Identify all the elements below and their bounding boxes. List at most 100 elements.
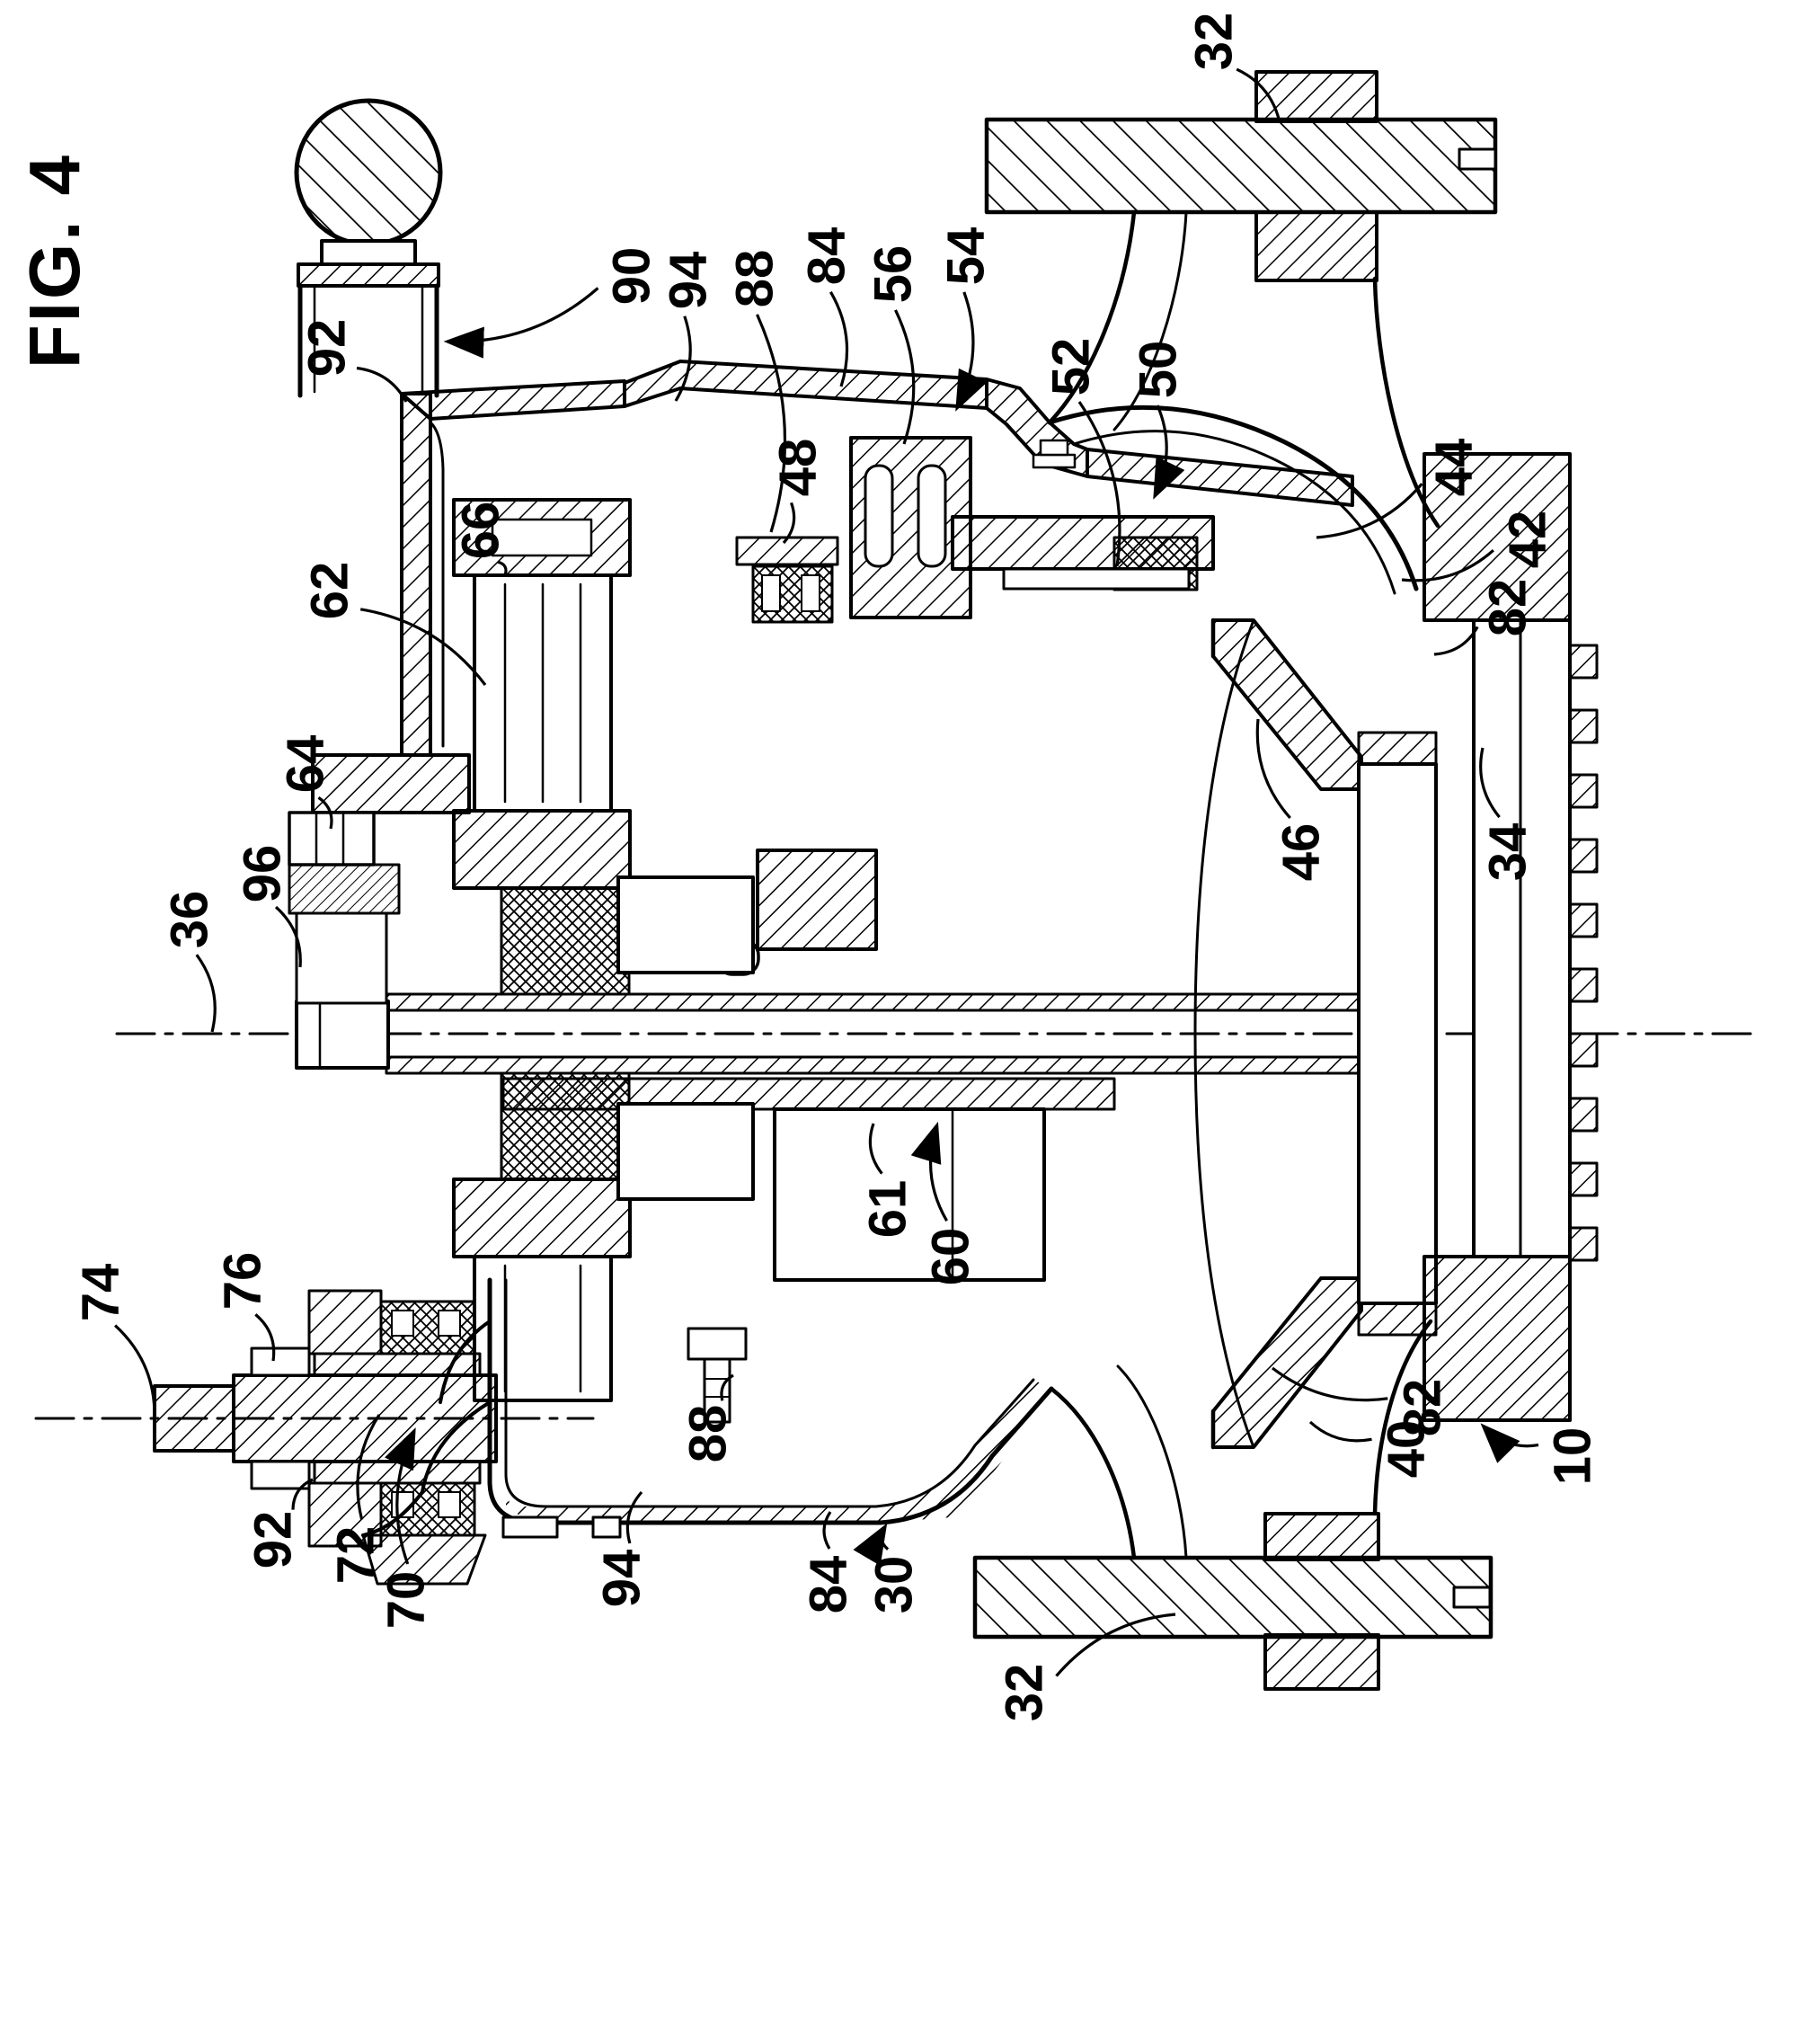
ref-number: 48 <box>769 439 828 497</box>
leader-line <box>1308 1420 1372 1443</box>
ref-number: 90 <box>603 247 661 306</box>
ref-number: 82 <box>1479 579 1538 637</box>
ref-label-84-9: 84 <box>798 227 856 387</box>
ref-number: 61 <box>859 1180 917 1239</box>
lower-shaft-assembly <box>153 1289 498 1586</box>
ref-label-60-22: 60 <box>910 1121 980 1286</box>
ref-number: 64 <box>277 735 335 794</box>
ref-number: 74 <box>72 1264 130 1322</box>
ref-label-34-19: 34 <box>1479 747 1538 882</box>
ref-number: 88 <box>679 1405 738 1463</box>
ref-label-36-5: 36 <box>161 891 219 1033</box>
clutch-drum <box>1357 731 1438 1337</box>
ref-number: 36 <box>161 891 219 949</box>
leader-line <box>868 1123 883 1175</box>
ref-label-32-18: 32 <box>1185 13 1281 123</box>
ref-number: 40 <box>1378 1420 1436 1479</box>
ref-label-88-8: 88 <box>726 250 787 533</box>
ref-number: 92 <box>298 319 357 378</box>
leader-line <box>853 1523 890 1567</box>
leader-line <box>274 905 302 968</box>
ref-number: 42 <box>1499 511 1557 569</box>
ref-label-74-23: 74 <box>72 1264 156 1416</box>
ball-knob <box>294 98 443 398</box>
leader-line <box>1272 1366 1388 1402</box>
ref-label-54-11: 54 <box>937 227 996 412</box>
ref-number: 34 <box>1479 823 1538 882</box>
ref-label-82-34: 82 <box>1272 1366 1452 1436</box>
ref-number: 70 <box>377 1571 436 1630</box>
housing-dome <box>1047 404 1419 595</box>
ref-number: 84 <box>800 1556 858 1614</box>
axle-tube-bottom <box>1049 1319 1433 1560</box>
leader-line <box>1077 401 1121 567</box>
ref-number: 84 <box>798 227 856 286</box>
ref-label-94-28: 94 <box>593 1490 651 1608</box>
ref-number: 94 <box>660 252 718 310</box>
ref-number: 94 <box>593 1550 651 1608</box>
figure-title: FIG. 4 <box>14 153 94 369</box>
ref-label-30-31: 30 <box>853 1523 924 1614</box>
ref-label-70-27: 70 <box>377 1427 436 1630</box>
leader-line <box>1316 483 1423 539</box>
ref-label-32-32: 32 <box>996 1613 1176 1722</box>
ref-label-50-13: 50 <box>1130 341 1188 500</box>
wheel-top-32 <box>984 70 1498 282</box>
leader-line <box>1055 1613 1176 1677</box>
ref-number: 88 <box>726 250 784 308</box>
ref-label-96-4: 96 <box>234 845 302 968</box>
ref-number: 50 <box>1130 341 1188 399</box>
ref-number: 30 <box>865 1556 924 1614</box>
ref-label-52-12: 52 <box>1042 338 1121 567</box>
leader-line <box>625 1490 643 1544</box>
ref-label-66-1: 66 <box>452 502 510 576</box>
ref-number: 10 <box>1544 1427 1602 1486</box>
ref-label-84-30: 84 <box>800 1511 858 1614</box>
ref-label-90-6: 90 <box>443 247 661 359</box>
ref-label-62-2: 62 <box>301 562 487 686</box>
ref-label-48-14: 48 <box>769 439 828 545</box>
leader-line <box>1255 718 1291 820</box>
leader-line <box>114 1324 156 1416</box>
leader-line <box>291 1478 314 1510</box>
leader-line <box>254 1313 276 1362</box>
wheel-bottom-32 <box>972 1512 1493 1691</box>
top-cover-plate <box>623 360 1354 507</box>
gear-61-drum-60 <box>501 849 1116 1282</box>
leader-line <box>674 315 692 402</box>
leader-line <box>829 290 849 387</box>
ref-number: 66 <box>452 502 510 560</box>
leader-line <box>822 1511 832 1550</box>
ref-number: 56 <box>864 245 923 304</box>
leader-line <box>955 291 988 412</box>
ref-label-40-33: 40 <box>1308 1420 1436 1479</box>
ref-number: 92 <box>244 1511 303 1569</box>
leader-line <box>359 608 487 686</box>
clutch-pack <box>951 515 1215 591</box>
leader-line <box>756 314 787 533</box>
leader-line <box>1236 67 1281 123</box>
gear-56 <box>849 436 972 619</box>
leader-line <box>317 795 333 830</box>
ref-label-61-21: 61 <box>859 1123 917 1239</box>
ref-number: 62 <box>301 562 359 620</box>
ref-label-82-17: 82 <box>1433 579 1538 656</box>
ref-number: 60 <box>922 1228 980 1286</box>
ref-number: 44 <box>1425 439 1484 497</box>
ref-label-56-10: 56 <box>864 245 923 445</box>
leader-line <box>497 560 508 576</box>
bottom-bowl-housing <box>487 1277 1054 1539</box>
leader-line <box>1153 404 1185 500</box>
leader-line <box>356 1414 381 1520</box>
leader-line <box>1480 1423 1539 1463</box>
ref-label-10-35: 10 <box>1480 1423 1602 1486</box>
ref-number: 32 <box>996 1664 1054 1722</box>
leader-line <box>195 954 217 1033</box>
ref-number: 96 <box>234 845 292 903</box>
bearing-48 <box>735 536 839 624</box>
ref-number: 76 <box>214 1252 272 1311</box>
ref-number: 46 <box>1272 823 1331 882</box>
leader-line <box>782 502 796 545</box>
